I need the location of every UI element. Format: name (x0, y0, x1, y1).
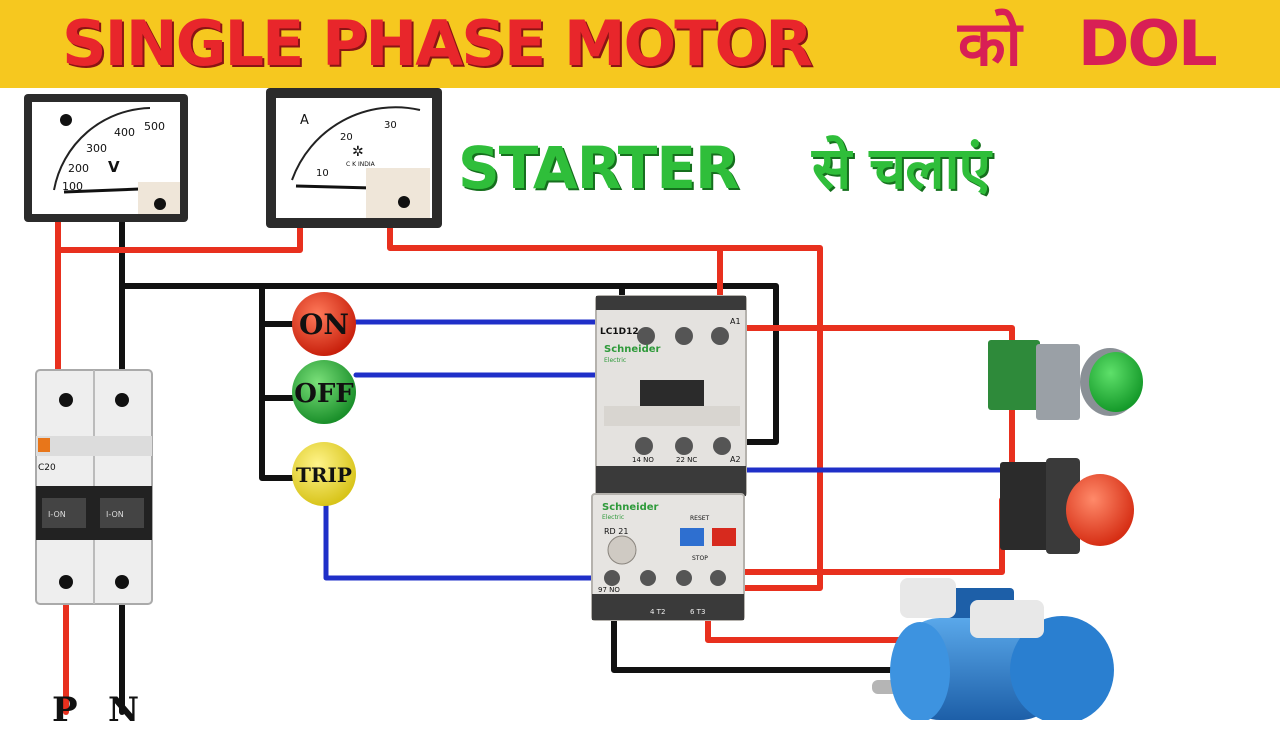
wire-phase-bus (717, 245, 823, 591)
motor-capacitor-1 (900, 578, 956, 618)
amp-tick-10: 10 (316, 168, 329, 179)
mcb-rating: C20 (38, 463, 56, 473)
olr-brand: Schneider (602, 502, 659, 513)
title-hindi-ko: को (958, 7, 1022, 80)
wire-motor-red (705, 613, 943, 643)
red-pushbutton (1000, 458, 1134, 554)
wire-neutral-branch (259, 283, 303, 481)
title-main: SINGLE PHASE MOTOR (62, 7, 813, 80)
amp-tick-30: 30 (384, 120, 397, 131)
mcb-on-label-1: I-ON (48, 510, 66, 519)
title-dol: DOL (1078, 7, 1218, 80)
contactor: LC1D12 Schneider Electric A1 A2 14 NO 22… (595, 295, 747, 497)
wire-a2 (619, 283, 779, 445)
motor-capacitor-2 (970, 600, 1044, 638)
wire-trip-olr (323, 497, 615, 581)
wire-a1-pb (735, 325, 1015, 473)
wire-stop-pb (737, 497, 1005, 575)
olr-reset-label: RESET (690, 515, 710, 522)
button-on: ON (292, 292, 356, 356)
volt-tick-500: 500 (144, 120, 165, 133)
wire-motor-black (611, 613, 993, 673)
overload-relay: Schneider Electric RD 21 RESET STOP 97 N… (591, 493, 745, 621)
volt-tick-200: 200 (68, 162, 89, 175)
volt-tick-300: 300 (86, 142, 107, 155)
mcb-on-label-2: I-ON (106, 510, 124, 519)
button-trip: TRIP (292, 442, 356, 506)
subtitle-hindi: से चलाएं (812, 134, 991, 202)
olr-stop-label: STOP (692, 555, 708, 562)
title-banner (0, 0, 1280, 88)
olr-stop-button (712, 528, 736, 546)
ammeter-unit: A (300, 113, 309, 128)
wire-am-out (387, 219, 723, 333)
olr-model: RD 21 (604, 527, 628, 536)
ammeter-needle (295, 184, 373, 190)
contactor-a1: A1 (730, 317, 741, 326)
green-pushbutton (988, 340, 1143, 420)
supply-neutral-label: N (108, 690, 140, 730)
button-on-label: ON (299, 308, 349, 341)
contactor-brand: Schneider (604, 344, 661, 355)
contactor-brand-sub: Electric (604, 357, 626, 364)
olr-4t2: 4 T2 (650, 608, 665, 616)
volt-tick-400: 400 (114, 126, 135, 139)
contactor-22nc: 22 NC (676, 456, 697, 464)
button-trip-label: TRIP (296, 463, 352, 487)
contactor-14no: 14 NO (632, 456, 654, 464)
olr-reset-button (680, 528, 704, 546)
voltmeter-unit: V (108, 158, 120, 176)
button-off: OFF (292, 360, 356, 424)
subtitle-starter: STARTER (458, 134, 740, 202)
supply-phase-label: P (52, 690, 78, 730)
red-wires (55, 213, 1015, 715)
ammeter: A 10 20 30 C K INDIA ✲ (266, 88, 442, 228)
wire-phase-vm (55, 213, 303, 253)
mcb-breaker: C20 I-ON I-ON (35, 369, 153, 605)
olr-6t3: 6 T3 (690, 608, 705, 616)
amp-tick-20: 20 (340, 132, 353, 143)
motor (872, 578, 1114, 720)
mcb-brand-icon (38, 438, 50, 452)
voltmeter: 100 200 300 400 500 V (24, 94, 188, 222)
volt-tick-100: 100 (62, 180, 83, 193)
olr-brand-sub: Electric (602, 514, 624, 521)
ammeter-brand: C K INDIA (346, 161, 376, 168)
button-off-label: OFF (294, 379, 354, 409)
olr-97no: 97 NO (598, 586, 620, 594)
voltmeter-knob (154, 198, 166, 210)
contactor-a2: A2 (730, 455, 741, 464)
ammeter-knob (398, 196, 410, 208)
contactor-model: LC1D12 (600, 327, 639, 337)
ck-logo-icon: ✲ (352, 144, 364, 160)
